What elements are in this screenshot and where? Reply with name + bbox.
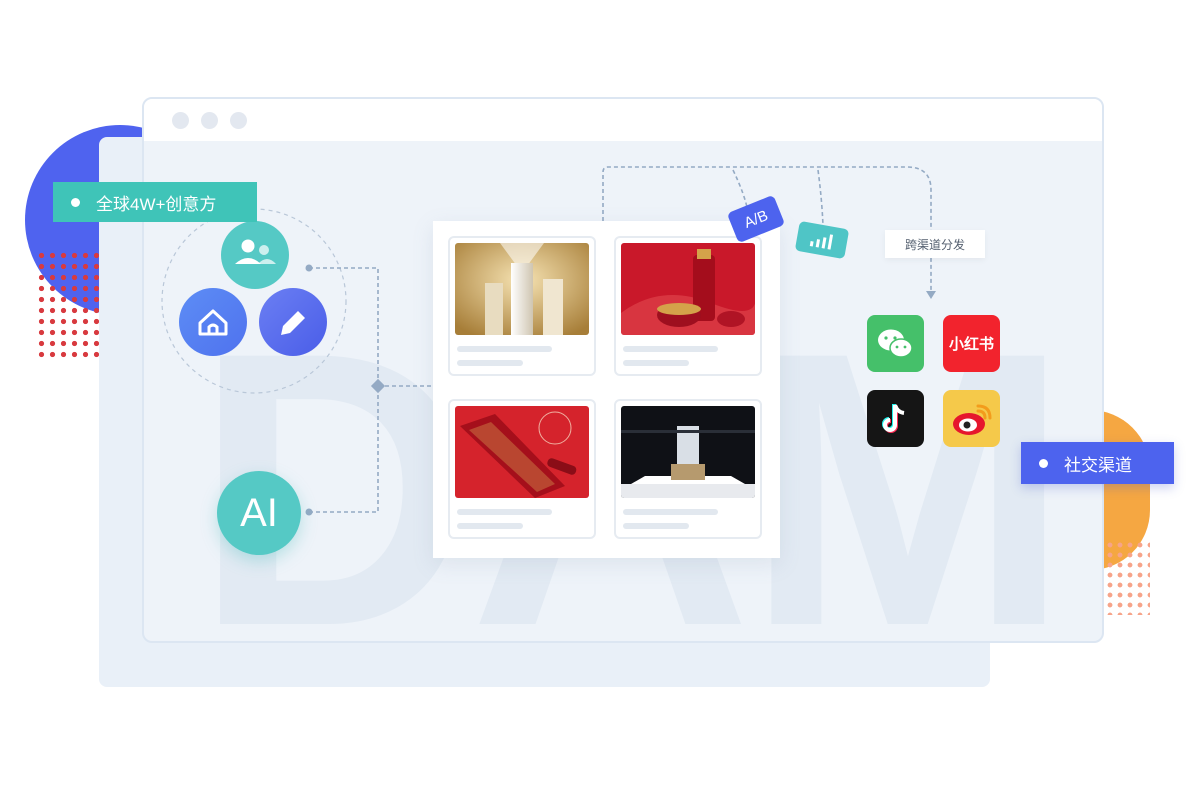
placeholder-line: [457, 346, 552, 352]
chart-growth-icon: [809, 234, 834, 250]
wechat-app[interactable]: [867, 315, 924, 372]
tag-global-creators-label: 全球4W+创意方: [96, 194, 217, 214]
tag-dot: [1039, 458, 1048, 468]
placeholder-line: [623, 346, 718, 352]
asset-thumbnail[interactable]: [448, 236, 596, 376]
ab-test-label: A/B: [741, 206, 771, 232]
distribution-label: 跨渠道分发: [885, 230, 985, 258]
window-dot: [230, 112, 247, 129]
xiaohongshu-app[interactable]: 小红书: [943, 315, 1000, 372]
users-icon: [221, 221, 289, 289]
asset-thumbnail[interactable]: [448, 399, 596, 539]
placeholder-line: [457, 509, 552, 515]
ai-label: AI: [240, 490, 278, 535]
home-icon: [179, 288, 247, 356]
decor-orange-dots: [1105, 540, 1150, 615]
tag-dot: [71, 197, 80, 207]
wechat-icon: [877, 329, 913, 358]
window-dot: [172, 112, 189, 129]
weibo-icon: [952, 404, 991, 435]
asset-gallery: [433, 221, 780, 558]
window-dot: [201, 112, 218, 129]
placeholder-line: [623, 360, 689, 366]
placeholder-line: [457, 360, 523, 366]
tag-social-channels-label: 社交渠道: [1064, 455, 1132, 475]
placeholder-line: [623, 509, 718, 515]
placeholder-line: [623, 523, 689, 529]
asset-thumbnail[interactable]: [614, 236, 762, 376]
douyin-app[interactable]: [867, 390, 924, 447]
xiaohongshu-label: 小红书: [948, 336, 994, 353]
douyin-icon: [881, 403, 904, 433]
edit-pencil-icon: [259, 288, 327, 356]
chart-badge: [794, 220, 850, 260]
tag-global-creators: 全球4W+创意方: [53, 182, 257, 222]
asset-image-dark: [621, 406, 755, 498]
asset-image-gold: [455, 243, 589, 335]
weibo-app[interactable]: [943, 390, 1000, 447]
asset-image-red: [621, 243, 755, 335]
tag-social-channels: 社交渠道: [1021, 442, 1174, 484]
ai-circle: AI: [217, 471, 301, 555]
placeholder-line: [457, 523, 523, 529]
asset-image-lipstick: [455, 406, 589, 498]
asset-thumbnail[interactable]: [614, 399, 762, 539]
browser-titlebar: [144, 99, 1102, 141]
